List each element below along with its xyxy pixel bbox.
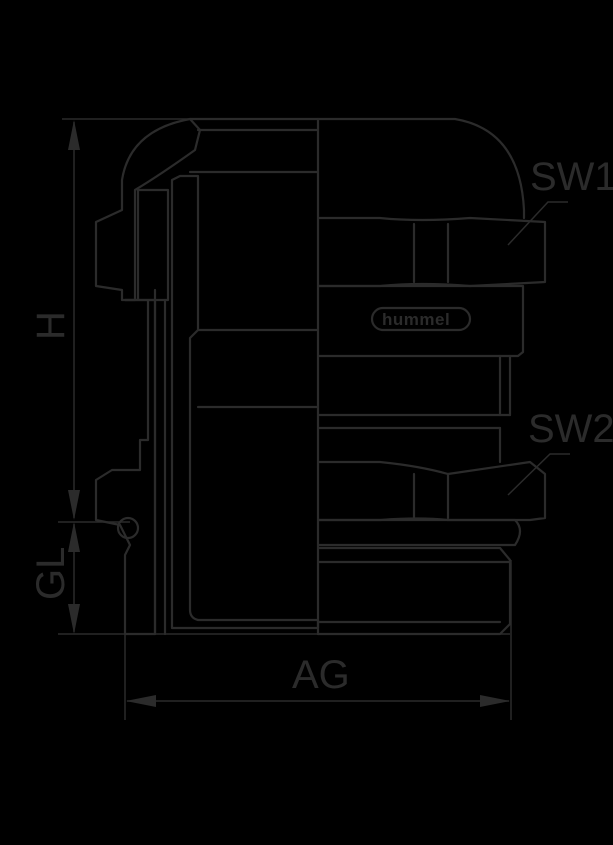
gl-arrow-top xyxy=(68,522,80,552)
sealing-insert-section xyxy=(170,174,320,630)
sw1-callout: SW1 xyxy=(507,155,613,246)
ag-arrow-left xyxy=(126,695,156,707)
sw2-label: SW2 xyxy=(528,407,613,451)
ag-arrow-right xyxy=(480,695,510,707)
dimension-h: H xyxy=(29,118,190,520)
sw2-hex-band xyxy=(316,460,547,522)
h-arrow-bottom xyxy=(68,490,80,520)
section-view xyxy=(94,117,320,636)
ag-label: AG xyxy=(292,653,350,697)
gl-label: GL xyxy=(29,547,73,600)
dimension-ag: AG xyxy=(124,560,512,720)
brand-logo-text: hummel xyxy=(382,310,450,329)
sw1-label: SW1 xyxy=(530,155,613,199)
sw1-leader xyxy=(507,201,568,246)
h-arrow-top xyxy=(68,120,80,150)
exterior-view: hummel xyxy=(316,117,547,636)
body-upper xyxy=(316,284,525,358)
seal-washer xyxy=(316,518,522,547)
dome-nut-outline xyxy=(316,117,526,220)
h-label: H xyxy=(29,311,73,340)
body-section xyxy=(94,298,157,636)
gl-arrow-bottom xyxy=(68,604,80,634)
hummel-logo: hummel xyxy=(370,306,472,332)
sw2-callout: SW2 xyxy=(507,407,613,496)
dome-nut-section xyxy=(94,117,202,302)
o-ring-section xyxy=(116,516,140,540)
sw2-leader xyxy=(507,453,570,496)
dimension-gl: GL xyxy=(29,521,510,635)
thread-outline xyxy=(316,546,512,636)
sw1-hex-band xyxy=(316,216,547,288)
